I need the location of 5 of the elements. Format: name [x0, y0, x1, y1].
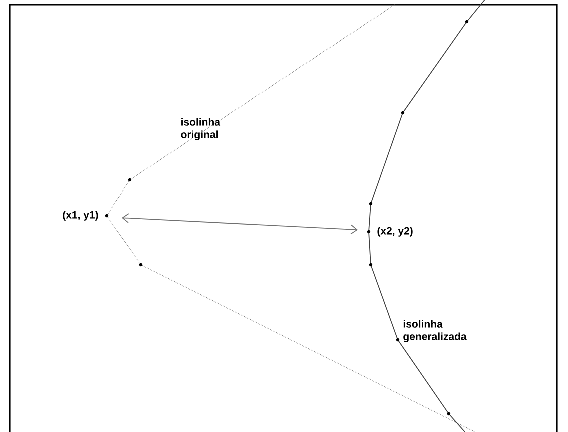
- point-label: (x2, y2): [378, 227, 413, 237]
- double-arrow: [122, 214, 358, 235]
- isoline-label: isolinha generalizada: [404, 320, 467, 343]
- isoline-label: isolinha original: [181, 118, 221, 141]
- point-label: (x1, y1): [63, 211, 98, 221]
